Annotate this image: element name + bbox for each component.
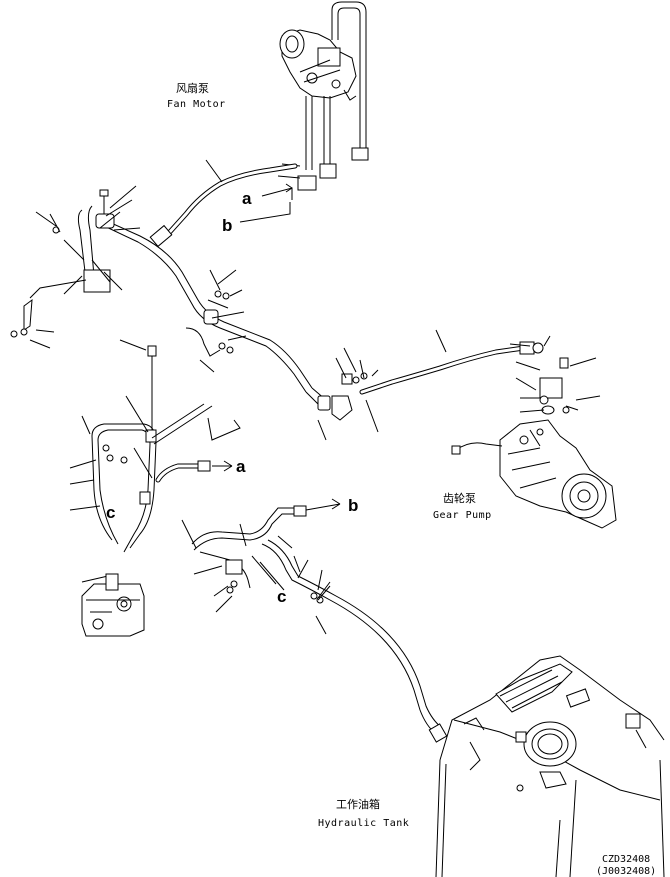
reference-c-left: c xyxy=(106,503,115,522)
reference-b-top: b xyxy=(222,216,232,235)
reference-c-bottom: c xyxy=(277,587,286,606)
fan-motor-label-cn: 风扇泵 xyxy=(176,81,209,95)
left-bracket-assembly xyxy=(10,185,141,349)
drawing-code-secondary: (J0032408) xyxy=(596,866,656,877)
hydraulic-tank-label-en: Hydraulic Tank xyxy=(318,818,409,829)
reference-b-right: b xyxy=(348,496,358,515)
left-loop-pipe: a c xyxy=(69,339,246,583)
hydraulic-tank: 工作油箱 Hydraulic Tank xyxy=(318,655,665,877)
hydraulic-tank-label-cn: 工作油箱 xyxy=(336,797,380,811)
fan-motor-label-en: Fan Motor xyxy=(167,99,226,110)
control-valve-block xyxy=(81,573,145,637)
reference-a-top: a xyxy=(242,189,252,208)
upper-hose-line xyxy=(149,159,298,248)
center-clamp-assembly xyxy=(185,269,247,373)
gear-pump-assembly: 齿轮泵 Gear Pump xyxy=(433,335,617,529)
drawing-code: CZD32408 (J0032408) xyxy=(596,854,656,877)
middle-hose-to-gear-pump xyxy=(305,329,544,441)
steel-pipe-upper xyxy=(99,217,313,393)
reference-markers-top: a b xyxy=(222,183,293,235)
reference-a-left: a xyxy=(236,457,246,476)
gear-pump-label-en: Gear Pump xyxy=(433,510,492,521)
lower-hose-to-tank: b c xyxy=(181,496,448,743)
drawing-code-primary: CZD32408 xyxy=(602,854,650,865)
gear-pump-label-cn: 齿轮泵 xyxy=(443,491,476,505)
fan-motor-assembly: 风扇泵 Fan Motor xyxy=(167,1,369,191)
